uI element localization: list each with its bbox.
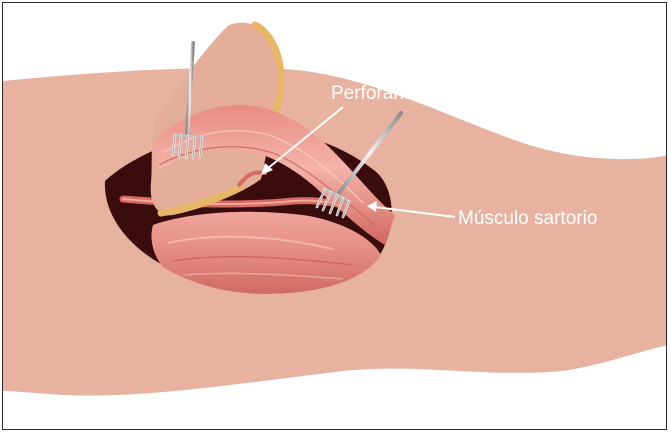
surgical-illustration: Perforante Músculo sartorio bbox=[3, 3, 667, 430]
illustration-frame: Perforante Músculo sartorio bbox=[2, 2, 667, 430]
perforator-label: Perforante bbox=[331, 83, 420, 104]
sartorius-label: Músculo sartorio bbox=[458, 208, 597, 229]
